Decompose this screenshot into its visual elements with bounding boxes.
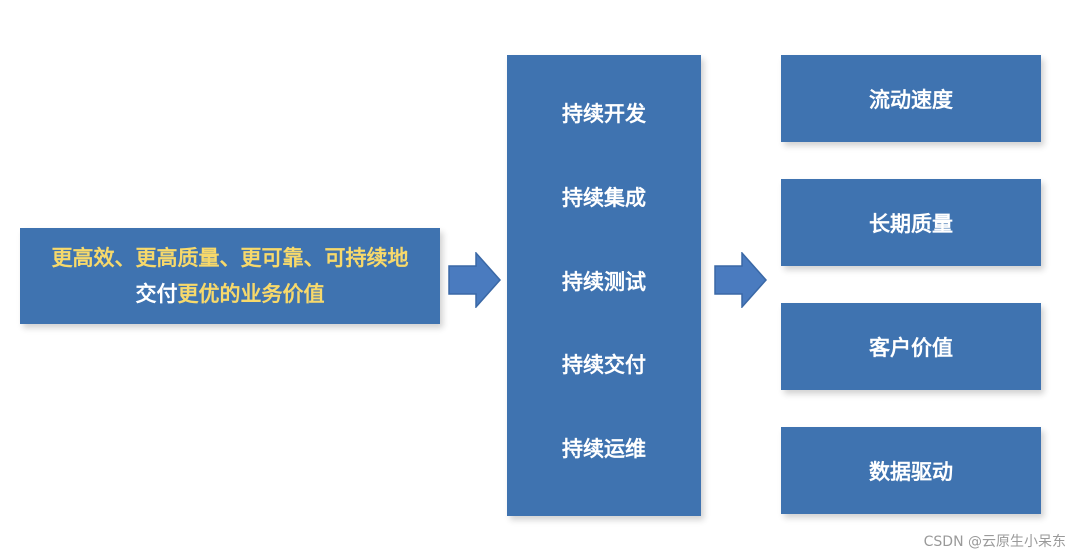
right-arrow-icon: [448, 252, 502, 308]
goal-box: 更高效、更高质量、更可靠、可持续地 交付更优的业务价值: [20, 228, 440, 324]
practice-item: 持续测试: [562, 269, 646, 294]
goal-line-1: 更高效、更高质量、更可靠、可持续地: [51, 246, 409, 270]
goal-line-2: 交付更优的业务价值: [136, 276, 325, 312]
outcome-box: 数据驱动: [781, 427, 1041, 514]
goal-line-2-prefix: 交付: [135, 282, 178, 306]
outcome-box: 客户价值: [781, 303, 1041, 390]
practice-item: 持续运维: [562, 437, 646, 462]
watermark: CSDN @云原生小呆东: [923, 534, 1066, 550]
outcome-box: 流动速度: [781, 55, 1041, 142]
practices-box: 持续开发 持续集成 持续测试 持续交付 持续运维: [507, 55, 701, 516]
practice-item: 持续开发: [562, 102, 646, 126]
outcome-box: 长期质量: [781, 179, 1041, 266]
right-arrow-icon: [714, 252, 768, 308]
practice-item: 持续集成: [562, 185, 646, 210]
goal-line-2-highlight: 更优的业务价值: [177, 282, 325, 306]
practice-item: 持续交付: [562, 353, 646, 378]
